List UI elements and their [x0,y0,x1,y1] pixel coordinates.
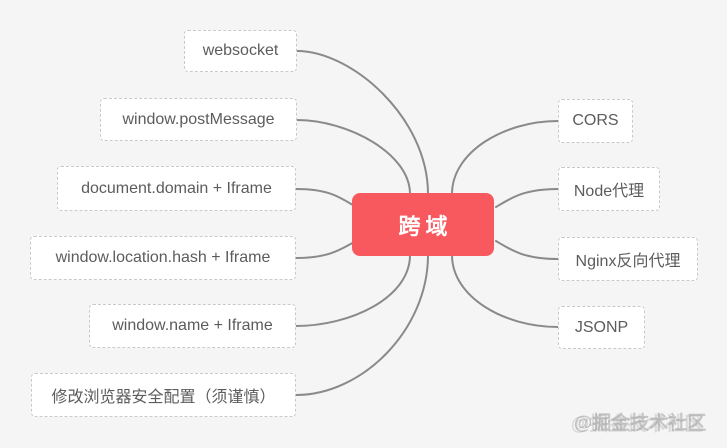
connector-postmessage [296,119,411,195]
branch-node-proxy[interactable]: Node代理 [558,167,660,211]
branch-window-postmessage[interactable]: window.postMessage [100,98,297,141]
root-node-cross-domain[interactable]: 跨域 [352,193,494,256]
connector-location-hash [295,240,357,259]
branch-browser-security-config[interactable]: 修改浏览器安全配置（须谨慎） [31,373,296,417]
connector-document-domain [295,188,357,208]
connector-window-name [295,254,411,327]
branch-window-location-hash-iframe[interactable]: window.location.hash + Iframe [30,236,296,280]
connector-nginx [495,240,559,260]
branch-document-domain-iframe[interactable]: document.domain + Iframe [57,166,296,211]
connector-node-proxy [495,188,559,208]
connector-cors [451,120,559,195]
branch-websocket[interactable]: websocket [184,30,297,72]
connector-jsonp [451,254,559,328]
connector-websocket [296,50,429,195]
branch-cors[interactable]: CORS [558,99,633,143]
branch-window-name-iframe[interactable]: window.name + Iframe [89,304,296,348]
branch-jsonp[interactable]: JSONP [558,306,645,349]
branch-nginx-reverse-proxy[interactable]: Nginx反向代理 [558,237,698,281]
watermark-text: @掘金技术社区 [573,413,707,434]
connector-browser-config [295,254,429,396]
